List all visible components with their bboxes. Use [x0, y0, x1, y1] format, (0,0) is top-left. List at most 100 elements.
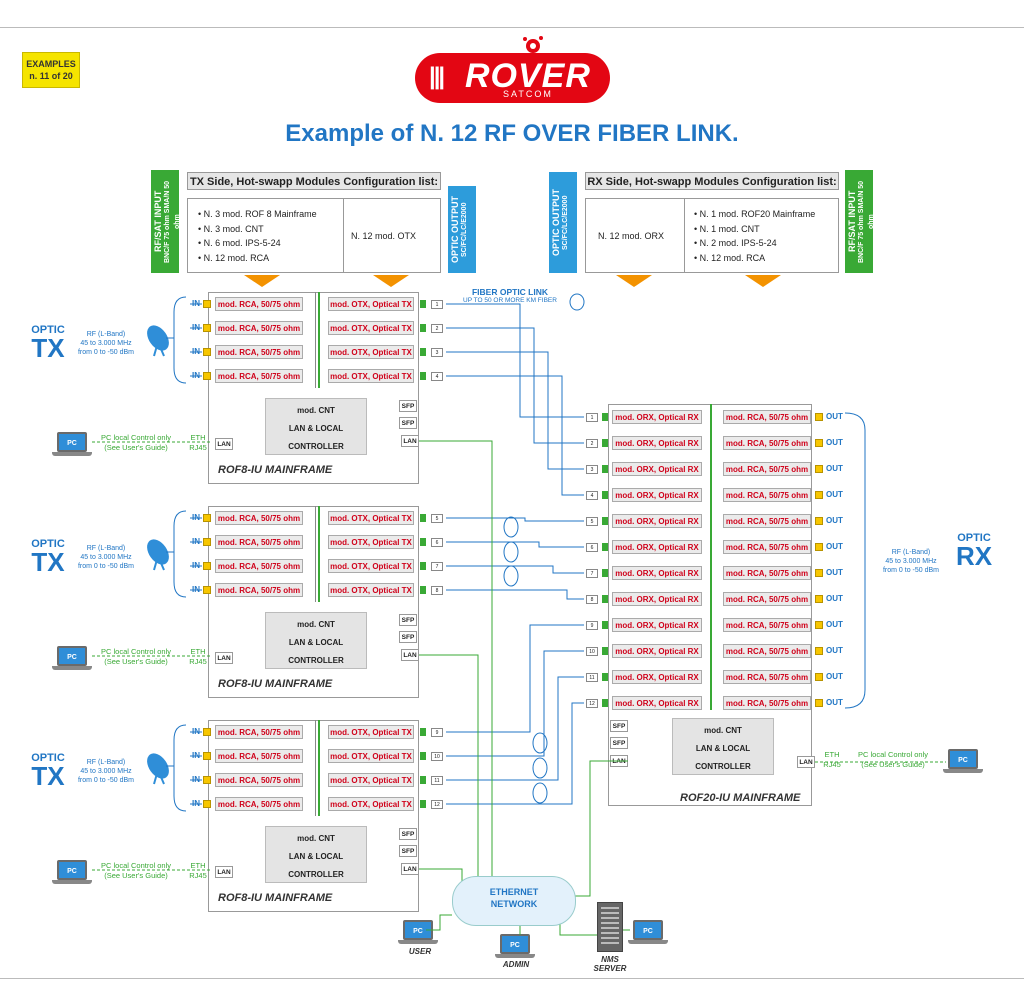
sfp-port[interactable]: SFP	[399, 631, 417, 643]
ethernet-line	[426, 914, 452, 931]
lan-port[interactable]: LAN	[401, 863, 419, 875]
server-slot	[601, 922, 619, 924]
rf-connector	[203, 752, 211, 760]
pc-icon-base	[495, 954, 535, 958]
cnt-text: CONTROLLER	[288, 656, 344, 665]
fiber-connector	[420, 586, 426, 594]
lan-port-left[interactable]: LAN	[215, 438, 233, 450]
server-slot	[601, 942, 619, 944]
fiber-connector	[602, 699, 608, 707]
orx-module: mod. ORX, Optical RX	[612, 670, 702, 684]
sfp-port[interactable]: SFP	[399, 400, 417, 412]
cnt-text: LAN & LOCAL	[288, 852, 344, 861]
nms-line2: SERVER	[593, 964, 627, 973]
rca-module: mod. RCA, 50/75 ohm	[215, 511, 303, 525]
rf-spec-line: RF (L-Band)	[891, 549, 931, 556]
logo-bars-icon: |||	[429, 63, 445, 90]
pc-icon[interactable]: PC	[57, 860, 87, 880]
rf-spec-line: RF (L-Band)	[86, 545, 126, 552]
rf-connector	[203, 728, 211, 736]
pc-control-line: (See User's Guide)	[861, 760, 925, 769]
out-label: OUT	[826, 646, 843, 655]
out-label: OUT	[826, 464, 843, 473]
pc-icon[interactable]: PC	[57, 646, 87, 666]
sfp-port[interactable]: SFP	[610, 737, 628, 749]
fiber-line	[446, 375, 584, 496]
rf-connector	[203, 348, 211, 356]
badge-line1: EXAMPLES	[26, 59, 76, 69]
orx-module: mod. ORX, Optical RX	[612, 436, 702, 450]
dish-logo-icon	[523, 36, 543, 53]
cnt-text: mod. CNT	[297, 834, 335, 843]
rca-module: mod. RCA, 50/75 ohm	[723, 618, 811, 632]
otx-module: mod. OTX, Optical TX	[328, 369, 414, 383]
sfp-port[interactable]: SFP	[399, 417, 417, 429]
eth-line: ETH	[190, 433, 206, 442]
fiber-coil	[503, 565, 519, 587]
fiber-port: 2	[431, 324, 443, 333]
rca-module: mod. RCA, 50/75 ohm	[215, 797, 303, 811]
lan-port-left[interactable]: LAN	[215, 866, 233, 878]
badge-line2: n. 11 of 20	[29, 71, 73, 81]
fiber-connector	[602, 439, 608, 447]
out-label: OUT	[826, 672, 843, 681]
fiber-line	[446, 589, 584, 600]
pc-icon[interactable]: PC	[500, 934, 530, 954]
orx-module: mod. ORX, Optical RX	[612, 618, 702, 632]
eth-line: RJ45	[189, 443, 207, 452]
fiber-port: 6	[586, 543, 598, 552]
eth-line: RJ45	[189, 871, 207, 880]
fiber-connector	[602, 543, 608, 551]
tx-config-otx: N. 12 mod. OTX	[351, 231, 417, 241]
sfp-port[interactable]: SFP	[399, 614, 417, 626]
pc-icon[interactable]: PC	[948, 749, 978, 769]
lan-port-left[interactable]: LAN	[215, 652, 233, 664]
lan-port-right[interactable]: LAN	[797, 756, 815, 768]
fiber-port: 12	[431, 800, 443, 809]
lan-port[interactable]: LAN	[401, 435, 419, 447]
out-label: OUT	[826, 698, 843, 707]
fiber-connector	[602, 569, 608, 577]
pc-control-label: PC local Control only(See User's Guide)	[94, 861, 178, 881]
rx-arrow-left	[616, 275, 652, 287]
pc-icon-base	[52, 452, 92, 456]
rf-bracket	[173, 724, 187, 812]
otx-module: mod. OTX, Optical TX	[328, 583, 414, 597]
fiber-coil	[503, 516, 519, 538]
fiber-connector	[602, 413, 608, 421]
pc-icon[interactable]: PC	[57, 432, 87, 452]
fiber-port: 9	[431, 728, 443, 737]
fiber-port: 8	[586, 595, 598, 604]
cnt-text: LAN & LOCAL	[288, 638, 344, 647]
fiber-line	[446, 650, 584, 757]
cnt-text: LAN & LOCAL	[695, 744, 751, 753]
eth-line: ETH	[190, 861, 206, 870]
fiber-connector	[602, 465, 608, 473]
orx-module: mod. ORX, Optical RX	[612, 410, 702, 424]
fiber-title: FIBER OPTIC LINK	[471, 287, 549, 297]
lan-port[interactable]: LAN	[401, 649, 419, 661]
sfp-port[interactable]: SFP	[399, 828, 417, 840]
cnt-text: LAN & LOCAL	[288, 424, 344, 433]
fiber-optic-label: FIBER OPTIC LINK UP TO 50 OR MORE KM FIB…	[455, 287, 565, 304]
tx-slot-divider	[315, 506, 316, 602]
fiber-port: 4	[431, 372, 443, 381]
rf-connector	[203, 800, 211, 808]
sfp-port[interactable]: SFP	[610, 720, 628, 732]
rca-module: mod. RCA, 50/75 ohm	[215, 559, 303, 573]
fiber-port: 8	[431, 586, 443, 595]
eth-line: ETH	[824, 750, 840, 759]
optic-large: RX	[955, 541, 993, 571]
pc-icon[interactable]: PC	[633, 920, 663, 940]
rf-connector	[203, 586, 211, 594]
pc-control-line: PC local Control only	[100, 433, 172, 442]
rf-connector	[815, 413, 823, 421]
tx-config-list: N. 3 mod. ROF 8 MainframeN. 3 mod. CNTN.…	[188, 199, 342, 265]
sfp-port[interactable]: SFP	[399, 845, 417, 857]
fiber-line	[446, 565, 584, 574]
otx-module: mod. OTX, Optical TX	[328, 345, 414, 359]
rf-spec-line: from 0 to -50 dBm	[77, 563, 135, 570]
